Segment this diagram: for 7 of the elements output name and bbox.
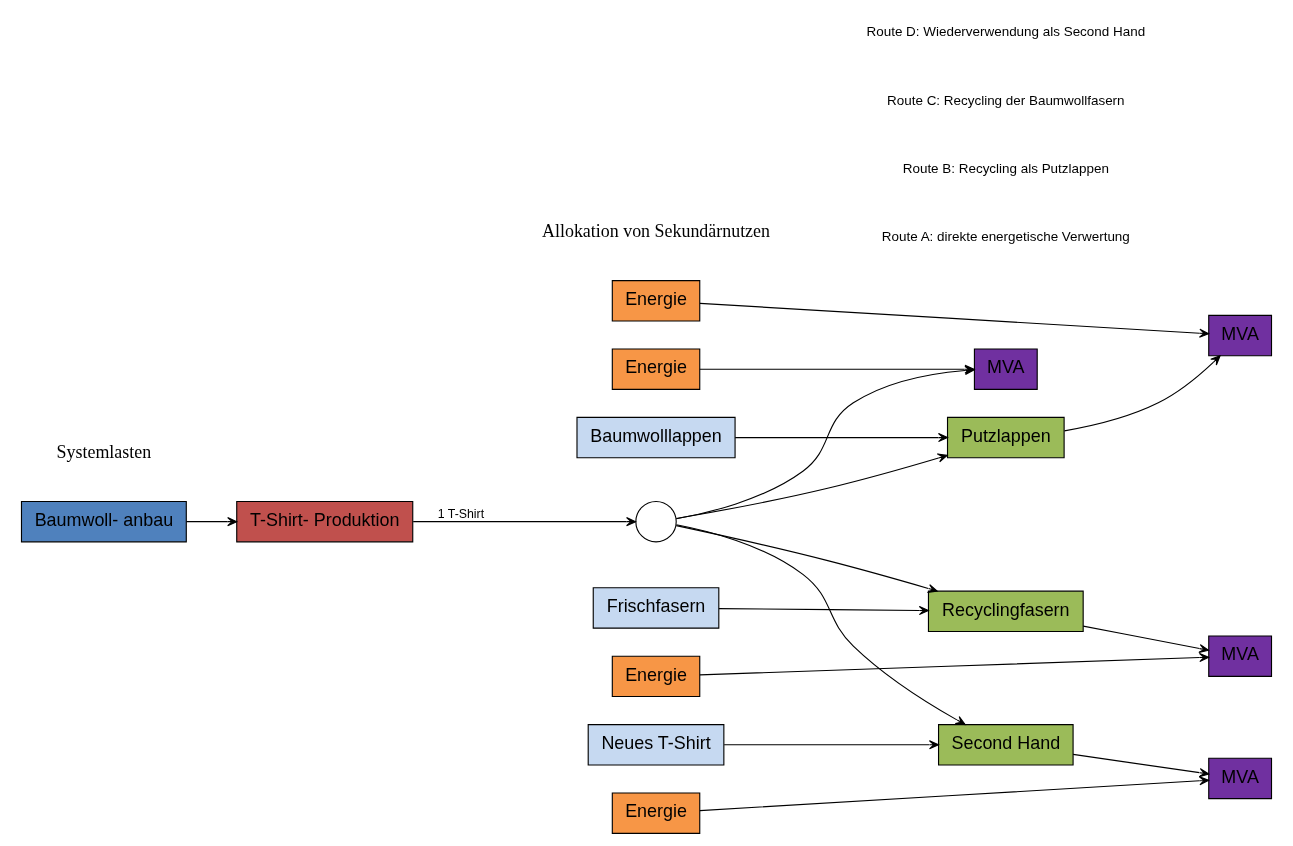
edge-label: 1 T-Shirt (437, 507, 485, 522)
label: Route D: Wiederverwendung als Second Hand (866, 24, 1146, 40)
label: Route C: Recycling der Baumwollfasern (887, 92, 1125, 108)
label: Route A: direkte energetische Verwertung (881, 229, 1130, 245)
label: Allokation von Sekundärnutzen (542, 220, 771, 241)
label: Systemlasten (56, 441, 152, 462)
label: Route B: Recycling als Putzlappen (902, 161, 1109, 177)
